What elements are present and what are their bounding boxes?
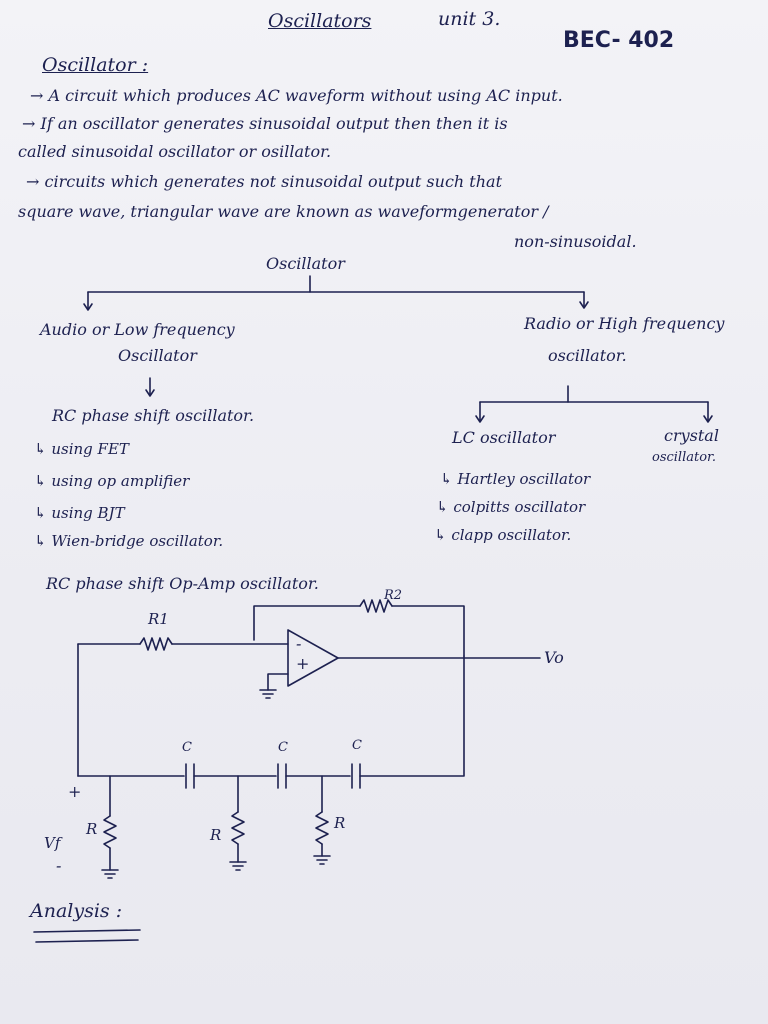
opamp-noninverting-label: + [296,654,310,673]
opamp-inverting-label: - [296,634,302,653]
resistor-label: R [334,814,346,832]
circuit-title: RC phase shift Op-Amp oscillator. [46,574,319,593]
crystal-node: crystal [664,426,719,445]
tree-left-node: Oscillator [118,346,197,365]
r1-label: R1 [148,610,169,628]
definition-line: non-sinusoidal. [514,232,637,251]
lc-item: ↳ colpitts oscillator [436,498,586,516]
rc-title: RC phase shift oscillator. [52,406,255,425]
analysis-heading: Analysis : [30,900,123,922]
capacitor-label: C [182,740,192,755]
rc-item: ↳ using FET [34,440,129,458]
resistor-label: R [86,820,98,838]
resistor-label: R [210,826,222,844]
rc-item: ↳ Wien-bridge oscillator. [34,532,224,550]
rc-item: ↳ using op amplifier [34,472,190,490]
page-title: Oscillators [268,10,372,32]
vf-label: Vf [44,834,61,852]
capacitor-label: C [278,740,288,755]
crystal-node: oscillator. [652,450,716,465]
unit-label: unit 3. [438,8,501,30]
vf-minus-label: - [56,856,62,875]
definition-line: called sinusoidal oscillator or osillato… [18,142,332,161]
rc-item: ↳ using BJT [34,504,125,522]
lc-item: ↳ clapp oscillator. [434,526,572,544]
tree-right-node: oscillator. [548,346,627,365]
r2-label: R2 [384,588,403,603]
course-code: BEC- 402 [563,28,675,53]
lc-item: ↳ Hartley oscillator [440,470,591,488]
section-heading: Oscillator : [42,54,149,76]
tree-left-node: Audio or Low frequency [40,320,235,339]
tree-right-node: Radio or High frequency [524,314,725,333]
vf-plus-label: + [68,782,82,801]
capacitor-label: C [352,738,362,753]
definition-line: → A circuit which produces AC waveform w… [30,86,563,105]
definition-line: → If an oscillator generates sinusoidal … [22,114,508,133]
definition-line: square wave, triangular wave are known a… [18,202,549,221]
definition-line: → circuits which generates not sinusoida… [26,172,502,191]
tree-root: Oscillator [266,254,345,273]
vo-label: Vo [544,648,564,667]
lc-title: LC oscillator [452,428,556,447]
